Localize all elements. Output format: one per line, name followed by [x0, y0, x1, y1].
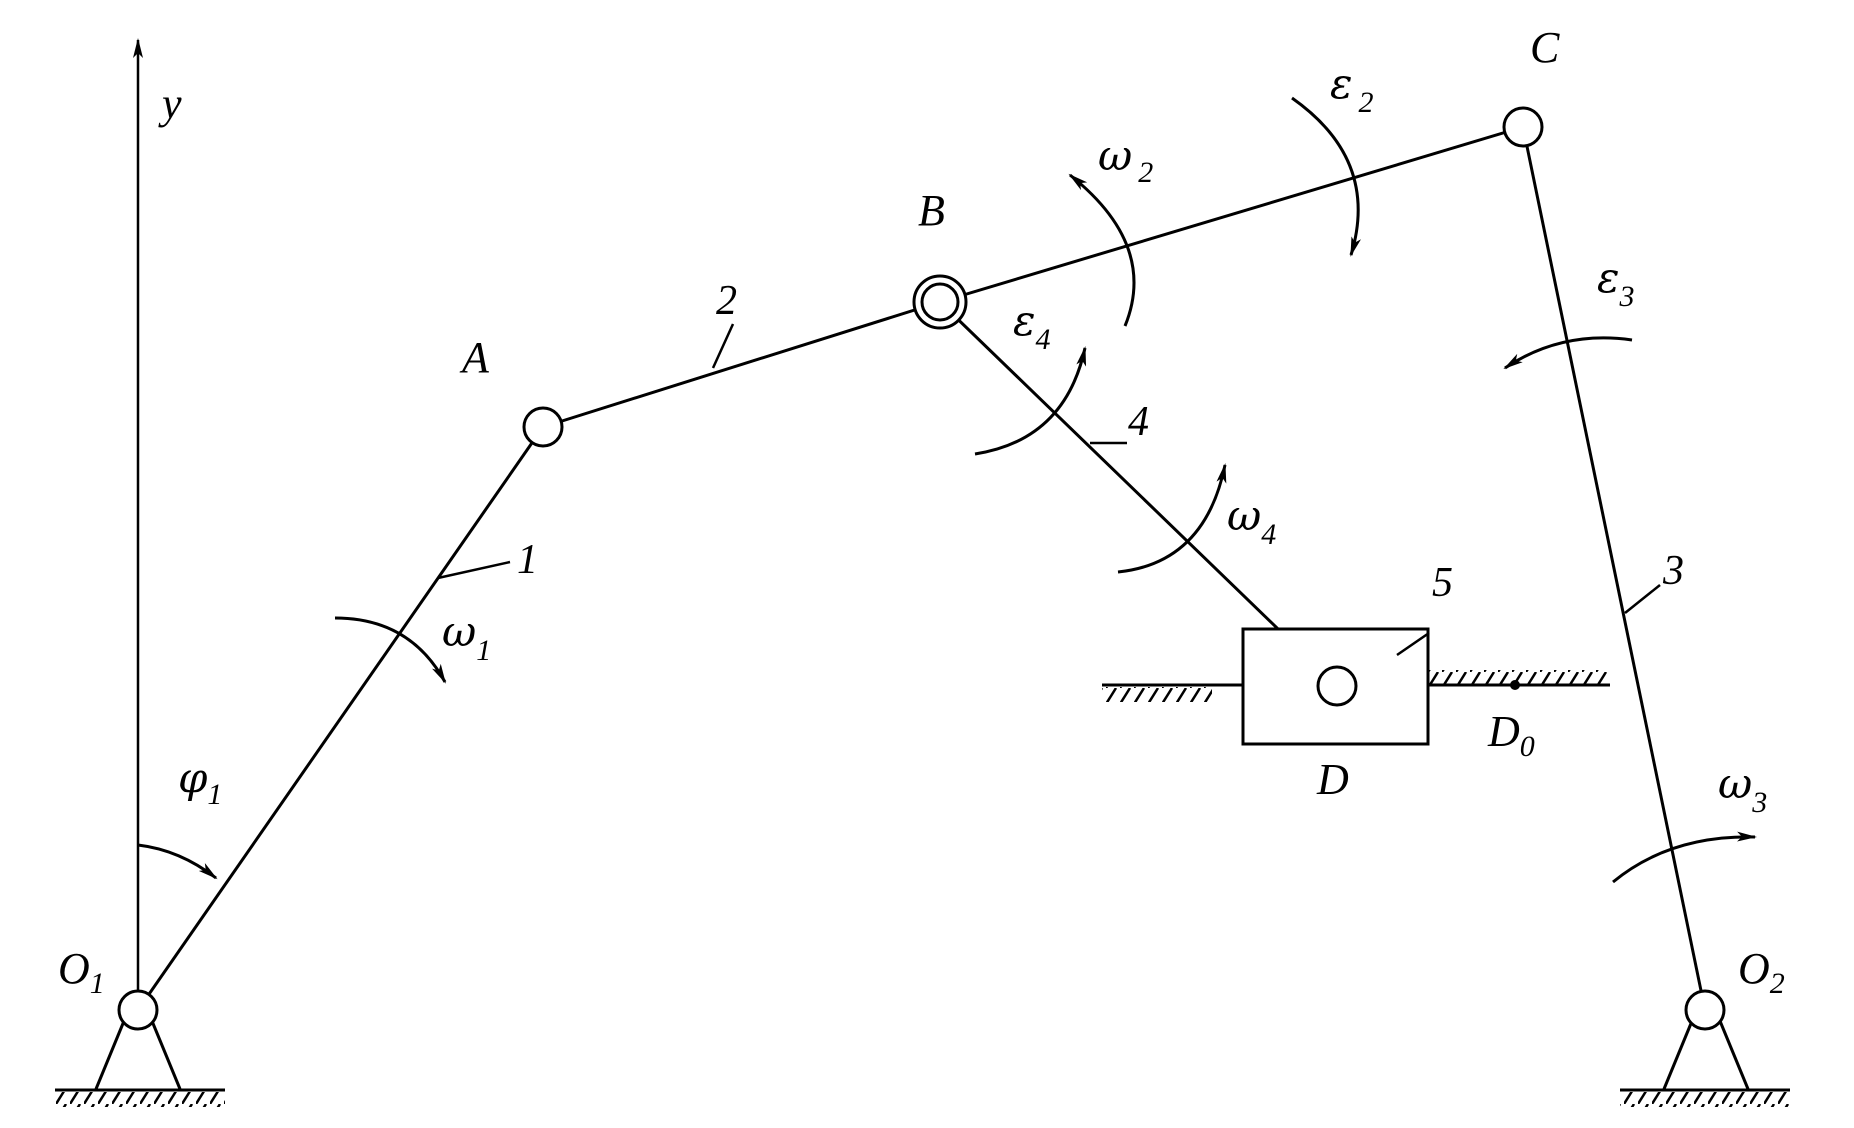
omega3-arrow [1612, 831, 1757, 884]
label-o2: O2 [1738, 944, 1785, 1000]
motion-arrows [137, 96, 1757, 884]
link-number-1: 1 [517, 537, 538, 583]
label-phi1: φ1 [178, 753, 222, 811]
phi1-arrow [137, 843, 218, 880]
ground-support-o1 [55, 1020, 225, 1107]
label-eps4: ε4 [1013, 296, 1051, 356]
label-omega3: ω3 [1718, 759, 1767, 819]
link-2 [542, 300, 941, 429]
joint-b [920, 282, 960, 322]
link-4 [938, 300, 1339, 688]
eps2-arrow [1291, 96, 1362, 257]
point-d0-dot [1510, 680, 1520, 690]
eps4-arrow [974, 346, 1087, 456]
y-axis: y [133, 38, 182, 995]
link-number-5: 5 [1432, 560, 1453, 606]
joint-o2 [1684, 989, 1726, 1031]
label-b: B [918, 186, 945, 235]
label-omega1: ω1 [442, 607, 491, 667]
eps3-arrow [1503, 336, 1633, 370]
link-1 [136, 426, 545, 1011]
joint-a [522, 406, 564, 448]
omega4-arrow [1117, 463, 1227, 574]
label-d0: D0 [1487, 707, 1535, 763]
link-3 [1521, 126, 1707, 1011]
links [136, 125, 1707, 1011]
joint-d [1316, 665, 1358, 707]
label-o1: O1 [58, 944, 105, 1000]
label-a: A [459, 333, 490, 382]
joint-c [1502, 106, 1544, 148]
link-number-4: 4 [1128, 399, 1149, 445]
label-d: D [1316, 755, 1349, 804]
joint-o1 [117, 989, 159, 1031]
label-omega4: ω4 [1227, 491, 1276, 551]
omega1-arrow [334, 616, 447, 684]
link-number-3: 3 [1662, 548, 1684, 594]
link-number-2: 2 [716, 278, 737, 324]
link-bc [939, 125, 1524, 304]
label-c: C [1530, 23, 1560, 72]
omega2-arrow [1068, 173, 1136, 327]
ground-support-o2 [1620, 1020, 1790, 1107]
y-axis-label: y [158, 79, 182, 128]
joints [117, 106, 1726, 1031]
link-number-leaders [437, 323, 1661, 657]
label-eps3: ε3 [1597, 253, 1635, 313]
